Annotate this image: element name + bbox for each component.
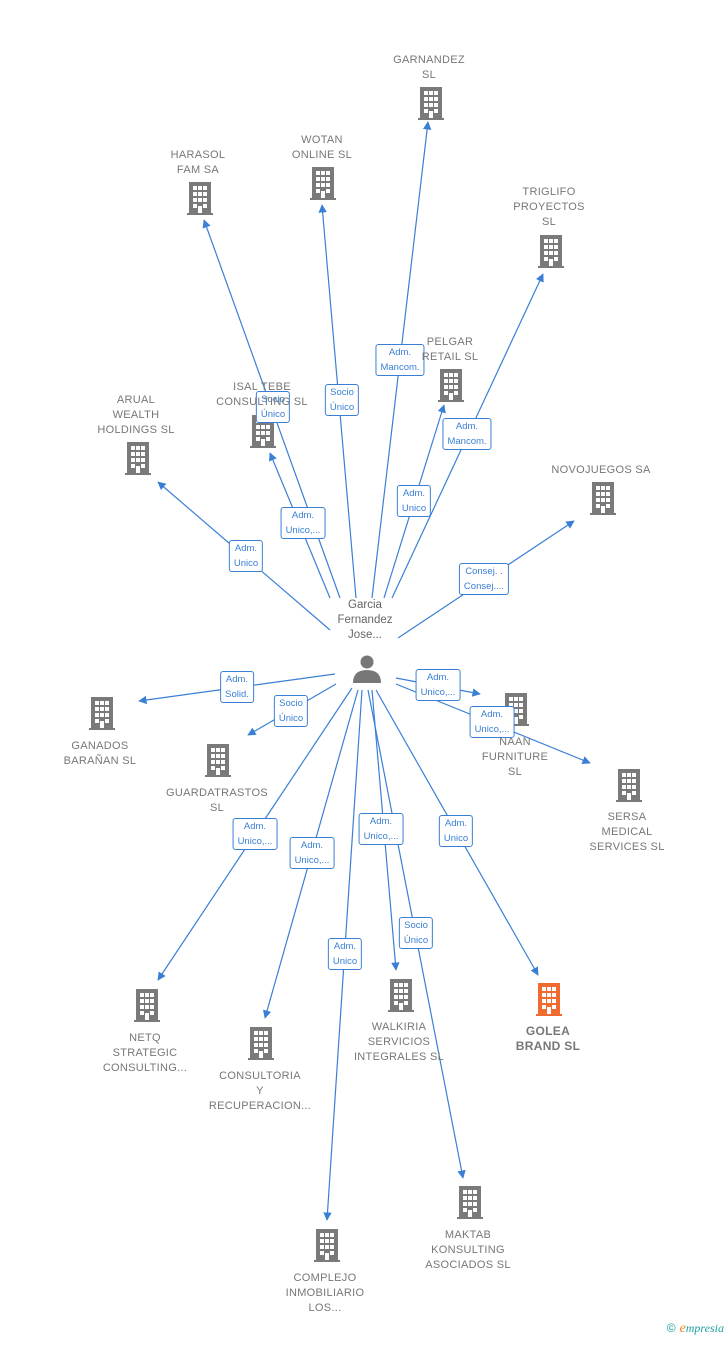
building-icon-sersa[interactable] (616, 769, 642, 802)
building-icon-golea[interactable] (536, 983, 562, 1016)
node-label-novojuegos[interactable]: NOVOJUEGOS SA (551, 464, 651, 476)
edge-label-harasol[interactable]: Socio Único (255, 391, 291, 423)
brand-footer: ©empresia (667, 1321, 724, 1337)
building-icon-walkiria[interactable] (388, 979, 414, 1012)
edge-label-walkiria[interactable]: Adm. Unico,... (358, 813, 404, 845)
node-label-harasol[interactable]: HARASOL FAM SA (170, 149, 226, 176)
building-icon-pelgar[interactable] (438, 369, 464, 402)
edge-label-sersa[interactable]: Adm. Unico,... (469, 706, 515, 738)
brand-logo-initial: e (679, 1321, 686, 1336)
building-icon-novojuegos[interactable] (590, 482, 616, 515)
node-label-ganados[interactable]: GANADOS BARAÑAN SL (63, 740, 137, 767)
building-icon-wotan[interactable] (310, 167, 336, 200)
building-icon-maktab[interactable] (457, 1186, 483, 1219)
copyright-symbol: © (666, 1321, 676, 1335)
edge-label-golea[interactable]: Adm. Unico (438, 815, 474, 847)
node-label-naan[interactable]: NAAN FURNITURE SL (481, 736, 549, 778)
building-icon-guardatrastos[interactable] (205, 744, 231, 777)
brand-logo-text: mpresia (685, 1321, 724, 1335)
edge-label-garnandez[interactable]: Adm. Mancom. (375, 344, 425, 376)
edge-label-complejo[interactable]: Adm. Unico (327, 938, 363, 970)
edge-label-consultoria[interactable]: Adm. Unico,... (289, 837, 335, 869)
building-icon-ganados[interactable] (89, 697, 115, 730)
node-label-triglifo[interactable]: TRIGLIFO PROYECTOS SL (513, 186, 585, 228)
building-icon-complejo[interactable] (314, 1229, 340, 1262)
building-icon-consultoria[interactable] (248, 1027, 274, 1060)
building-icon-arual[interactable] (125, 442, 151, 475)
edge-label-netq[interactable]: Adm. Unico,... (232, 818, 278, 850)
node-label-arual[interactable]: ARUAL WEALTH HOLDINGS SL (97, 394, 175, 436)
node-label-netq[interactable]: NETQ STRATEGIC CONSULTING... (102, 1032, 188, 1074)
edge-label-wotan[interactable]: Socio Único (324, 384, 360, 416)
edge-label-pelgar[interactable]: Adm. Unico (396, 485, 432, 517)
node-label-walkiria[interactable]: WALKIRIA SERVICIOS INTEGRALES SL (353, 1021, 445, 1063)
node-label-consultoria[interactable]: CONSULTORIA Y RECUPERACION... (208, 1070, 312, 1112)
building-icon-netq[interactable] (134, 989, 160, 1022)
edge-label-naan[interactable]: Adm. Unico,... (415, 669, 461, 701)
person-icon[interactable] (353, 655, 381, 684)
edge-label-isal[interactable]: Adm. Unico,... (280, 507, 326, 539)
node-label-sersa[interactable]: SERSA MEDICAL SERVICES SL (589, 811, 665, 853)
edge-label-guardatrastos[interactable]: Socio Único (273, 695, 309, 727)
node-label-isal[interactable]: ISAL TEBE CONSULTING SL (216, 381, 308, 408)
edge-label-triglifo[interactable]: Adm. Mancom. (442, 418, 492, 450)
edge-label-ganados[interactable]: Adm. Solid. (220, 671, 254, 703)
edge-label-arual[interactable]: Adm. Unico (228, 540, 264, 572)
node-label-garnandez[interactable]: GARNANDEZ SL (393, 54, 465, 81)
building-icon-triglifo[interactable] (538, 235, 564, 268)
center-person-label[interactable]: Garcia Fernandez Jose... (337, 599, 393, 641)
edge-label-novojuegos[interactable]: Consej. . Consej.... (458, 563, 510, 595)
node-label-golea[interactable]: GOLEA BRAND SL (515, 1024, 581, 1053)
node-label-complejo[interactable]: COMPLEJO INMOBILIARIO LOS... (285, 1272, 365, 1314)
node-label-maktab[interactable]: MAKTAB KONSULTING ASOCIADOS SL (425, 1229, 511, 1271)
node-label-wotan[interactable]: WOTAN ONLINE SL (291, 134, 353, 161)
building-icon-garnandez[interactable] (418, 87, 444, 120)
node-label-pelgar[interactable]: PELGAR RETAIL SL (421, 336, 479, 363)
edge-label-maktab[interactable]: Socio Único (398, 917, 434, 949)
building-icon-harasol[interactable] (187, 182, 213, 215)
node-label-guardatrastos[interactable]: GUARDATRASTOS SL (166, 787, 268, 814)
